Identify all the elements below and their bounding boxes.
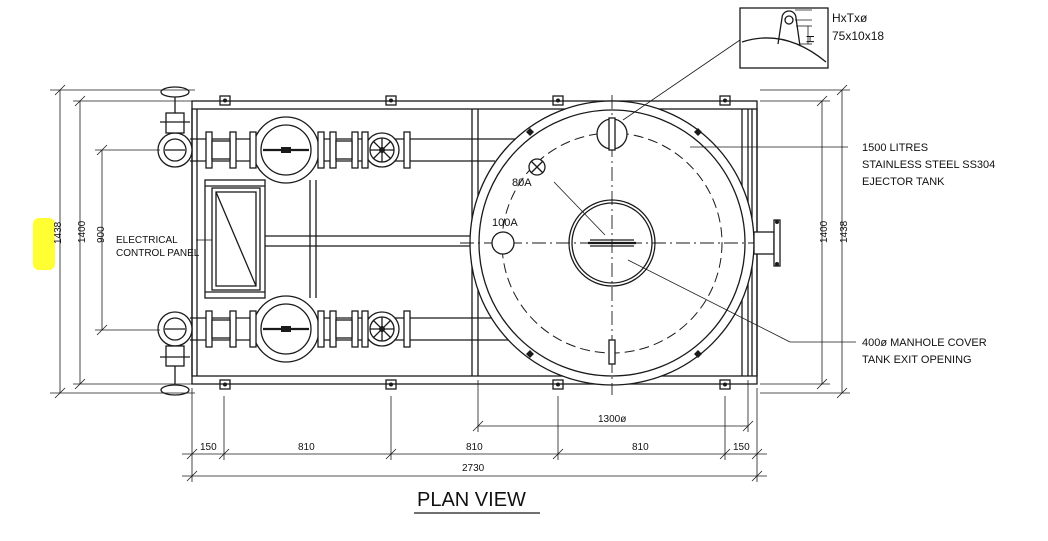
dimensions-right: 1400 1438 [760,84,850,399]
lug-detail-h: H [805,35,817,43]
dim-height-pumps: 900 [96,226,107,243]
ejector-tank [460,95,781,395]
dim-seg1: 150 [200,442,217,453]
dimensions-bottom: 1300ø 150 810 810 810 150 2730 [182,380,767,482]
manhole-label-line2: TANK EXIT OPENING [862,354,972,366]
bottom-pipe-run [190,317,530,341]
nozzle-100a-label: 100A [492,217,518,229]
title-block: PLAN VIEW [414,489,540,514]
dim-height-outer-left: 1438 [53,221,64,244]
dim-height-outer-right: 1438 [839,220,850,243]
dim-tank-diameter: 1300ø [598,414,626,425]
dim-height-inner-right: 1400 [819,220,830,243]
dim-height-inner-left: 1400 [77,220,88,243]
nozzle-80a-label: 80A [512,177,532,189]
top-pump-assembly [157,86,411,184]
tank-label-line1: 1500 LITRES [862,142,928,154]
dim-seg5: 150 [733,442,750,453]
top-pipe-run [190,138,530,162]
leader-lines [553,146,856,343]
panel-label-line1: ELECTRICAL [116,235,178,246]
tank-label-line3: EJECTOR TANK [862,176,945,188]
electrical-control-panel [196,187,261,291]
panel-label-line2: CONTROL PANEL [116,248,200,259]
dimensions-left: 1438 1400 900 [50,84,195,399]
page-title: PLAN VIEW [417,489,526,511]
bottom-pump-assembly [157,295,411,396]
lug-detail-value: 75x10x18 [832,29,884,43]
lug-detail-box: H HxTxø 75x10x18 [622,7,884,121]
lug-detail-header: HxTxø [832,11,868,25]
anchor-bolts-top [219,95,731,106]
labels: 1500 LITRES STAINLESS STEEL SS304 EJECTO… [116,142,995,366]
tank-label-line2: STAINLESS STEEL SS304 [862,159,995,171]
dim-seg3: 810 [466,442,483,453]
dim-total: 2730 [462,463,485,474]
manhole-label-line1: 400ø MANHOLE COVER [862,337,987,349]
dimension-highlight [33,218,55,270]
dim-seg2: 810 [298,442,315,453]
anchor-bolts-bottom [219,379,731,390]
dim-seg4: 810 [632,442,649,453]
